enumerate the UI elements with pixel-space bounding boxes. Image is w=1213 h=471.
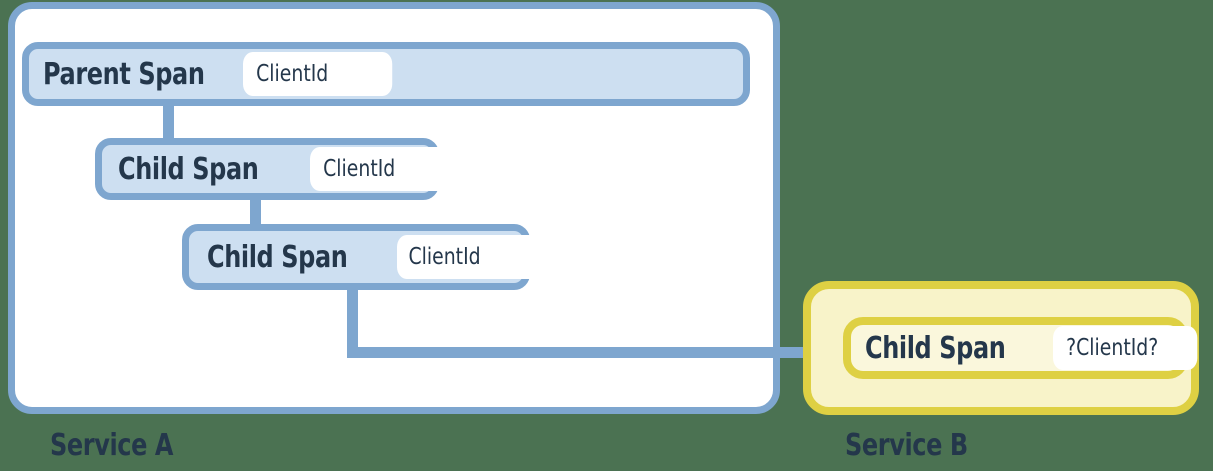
child-span-1-box[interactable]: Child Span ClientId (95, 138, 455, 200)
child-span-3-title: Child Span (865, 330, 1006, 366)
child-span-2-title: Child Span (207, 239, 348, 275)
child-span-3-box[interactable]: Child Span ?ClientId? (843, 317, 1198, 379)
service-b-label: Service B (845, 428, 968, 463)
child-span-1-tag: ClientId (310, 147, 455, 191)
child-span-1-title: Child Span (118, 151, 259, 187)
parent-span-box[interactable]: Parent Span ClientId (22, 42, 750, 106)
service-a-label: Service A (50, 428, 174, 463)
parent-span-title: Parent Span (43, 56, 205, 92)
connector-child-1-to-child-2 (250, 190, 261, 228)
child-span-3-tag: ?ClientId? (1053, 326, 1198, 370)
connector-child-2-to-service-b (347, 347, 816, 358)
child-span-2-tag: ClientId (397, 235, 548, 279)
connector-child-2-vertical (347, 282, 358, 358)
child-span-2-box[interactable]: Child Span ClientId (182, 224, 548, 290)
parent-span-tag: ClientId (243, 52, 393, 96)
connector-parent-to-child-1 (163, 104, 174, 144)
